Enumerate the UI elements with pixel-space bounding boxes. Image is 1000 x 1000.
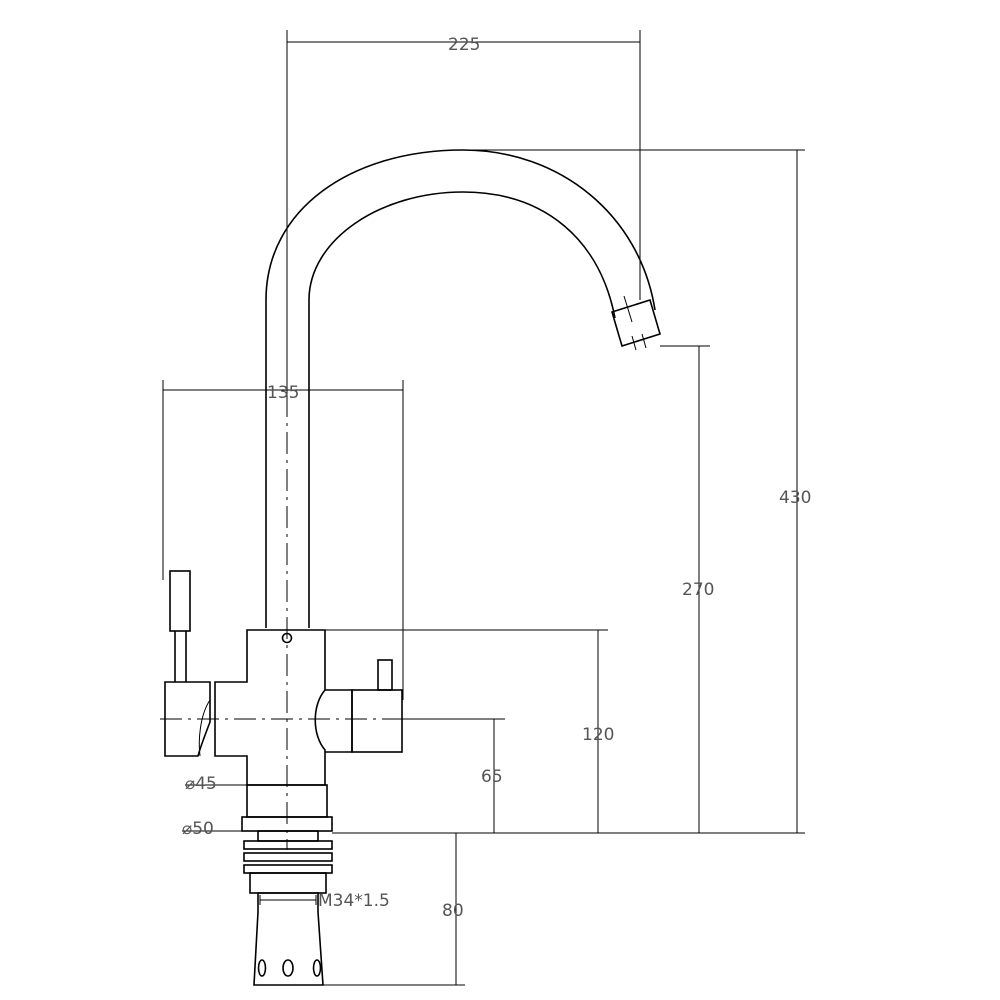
spout-tip bbox=[611, 295, 661, 351]
dimension-225-label: 225 bbox=[448, 35, 480, 55]
dimension-430-label: 430 bbox=[779, 488, 811, 508]
dimension-thread: M34*1.5 bbox=[259, 891, 390, 911]
lever-handle bbox=[164, 570, 211, 757]
dimension-430: 430 bbox=[465, 149, 811, 833]
dimension-225: 225 bbox=[286, 30, 641, 395]
spout bbox=[265, 149, 661, 628]
dimension-65-label: 65 bbox=[481, 767, 503, 787]
side-valve bbox=[325, 659, 403, 753]
dimension-65: 65 bbox=[402, 718, 505, 833]
dimension-80-label: 80 bbox=[442, 901, 464, 921]
dimension-80: 80 bbox=[323, 833, 465, 986]
dimension-diameter-45-label: ⌀45 bbox=[185, 774, 217, 794]
faucet-body bbox=[214, 629, 326, 786]
dimension-diameter-50: ⌀50 bbox=[182, 819, 242, 839]
dimension-120-label: 120 bbox=[582, 725, 614, 745]
dimension-270-label: 270 bbox=[682, 580, 714, 600]
center-lines bbox=[160, 395, 420, 850]
dimension-270: 270 bbox=[660, 345, 714, 833]
dimension-diameter-50-label: ⌀50 bbox=[182, 819, 214, 839]
dimension-thread-label: M34*1.5 bbox=[318, 891, 390, 911]
dimension-120: 120 bbox=[325, 629, 614, 833]
dimension-135-label: 135 bbox=[267, 383, 299, 403]
dimension-135: 135 bbox=[162, 380, 404, 700]
dimension-diameter-45: ⌀45 bbox=[185, 774, 247, 794]
